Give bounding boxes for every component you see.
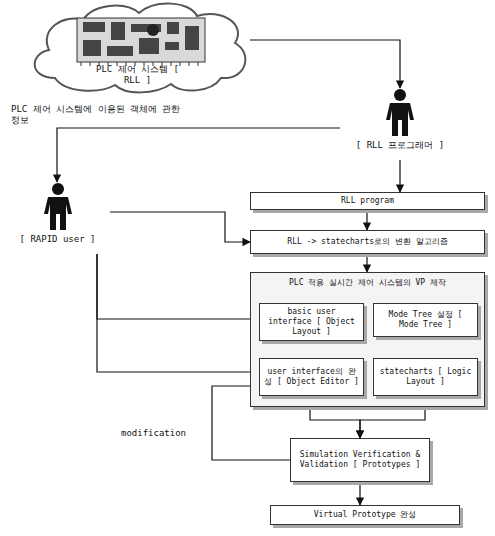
node-text: Simulation Verification & Validation [ P… <box>295 450 425 470</box>
board-pin <box>198 62 199 66</box>
board-pin <box>135 62 136 66</box>
component <box>107 46 133 56</box>
board-pin <box>171 62 172 66</box>
process-box: Simulation Verification & Validation [ P… <box>290 438 430 482</box>
cloud-node: PLC 제어 시스템 [ RLL ] <box>25 0 250 95</box>
component <box>185 26 199 50</box>
process-box: user interface의 완성 [ Object Editor ] <box>259 358 364 396</box>
node-text: PLC 제어 시스템 [ RLL ] <box>96 64 180 87</box>
board-pin <box>180 62 181 66</box>
node-text: user interface의 완성 [ Object Editor ] <box>264 367 359 387</box>
process-box: RLL -> statecharts로의 변환 알고리즘 <box>250 230 485 254</box>
board-pin <box>90 62 91 66</box>
connector-arrow <box>366 254 367 272</box>
component <box>111 22 125 40</box>
plc-board-illustration <box>77 18 205 66</box>
group-box: PLC 적용 실시간 제어 시스템의 VP 제작 basic user inter… <box>250 272 485 407</box>
person-body <box>44 197 72 230</box>
person-head <box>52 183 64 195</box>
person-head <box>394 89 406 101</box>
component <box>139 38 159 54</box>
person-icon <box>382 88 418 138</box>
process-box: RLL program <box>250 192 485 210</box>
cloud-shape <box>35 4 246 93</box>
board-pin <box>162 62 163 66</box>
node-text: RLL program <box>255 196 480 206</box>
node-text: Mode Tree 설정 [ Mode Tree ] <box>378 310 473 330</box>
process-box: basic user interface [ Object Layout ] <box>259 303 364 341</box>
capacitor <box>147 24 159 36</box>
connector-arrow <box>97 254 259 319</box>
node-text: RLL -> statecharts로의 변환 알고리즘 <box>255 237 480 247</box>
component <box>167 22 179 34</box>
board-pin <box>108 62 109 66</box>
board-pin <box>126 62 127 66</box>
board-pin <box>99 62 100 66</box>
process-box: Virtual Prototype 완성 <box>270 505 460 525</box>
process-box: statecharts [ Logic Layout ] <box>373 358 478 396</box>
node-text: Virtual Prototype 완성 <box>275 510 455 520</box>
board-pin <box>189 62 190 66</box>
connector-arrow <box>399 160 400 192</box>
connector-arrow <box>97 254 259 372</box>
node-text: [ RLL 프로그래머 ] <box>340 140 460 151</box>
connector-arrow <box>250 40 400 88</box>
edge-label: PLC 제어 시스템에 이용된 객체에 관한 정보 <box>10 104 182 126</box>
node-text: statecharts [ Logic Layout ] <box>378 367 473 387</box>
connector-arrow <box>57 128 340 182</box>
node-text: basic user interface [ Object Layout ] <box>264 307 359 337</box>
board-pin <box>144 62 145 66</box>
component <box>165 42 179 50</box>
actor-node: [ RAPID user ] <box>5 182 110 254</box>
node-text: PLC 적용 실시간 제어 시스템의 VP 제작 <box>255 278 480 288</box>
node-text: [ RAPID user ] <box>5 234 110 245</box>
board-pin <box>153 62 154 66</box>
edge-label: modification <box>120 428 208 439</box>
board-pin <box>117 62 118 66</box>
board <box>77 18 205 62</box>
component <box>83 22 105 32</box>
process-box: Mode Tree 설정 [ Mode Tree ] <box>373 303 478 337</box>
board-pin <box>81 62 82 66</box>
connector-arrow <box>110 212 250 242</box>
person-icon <box>40 182 76 232</box>
person-body <box>386 103 414 136</box>
connector-arrow <box>359 482 360 505</box>
actor-node: [ RLL 프로그래머 ] <box>340 88 460 160</box>
connector-arrow <box>366 210 367 230</box>
component <box>83 40 101 56</box>
